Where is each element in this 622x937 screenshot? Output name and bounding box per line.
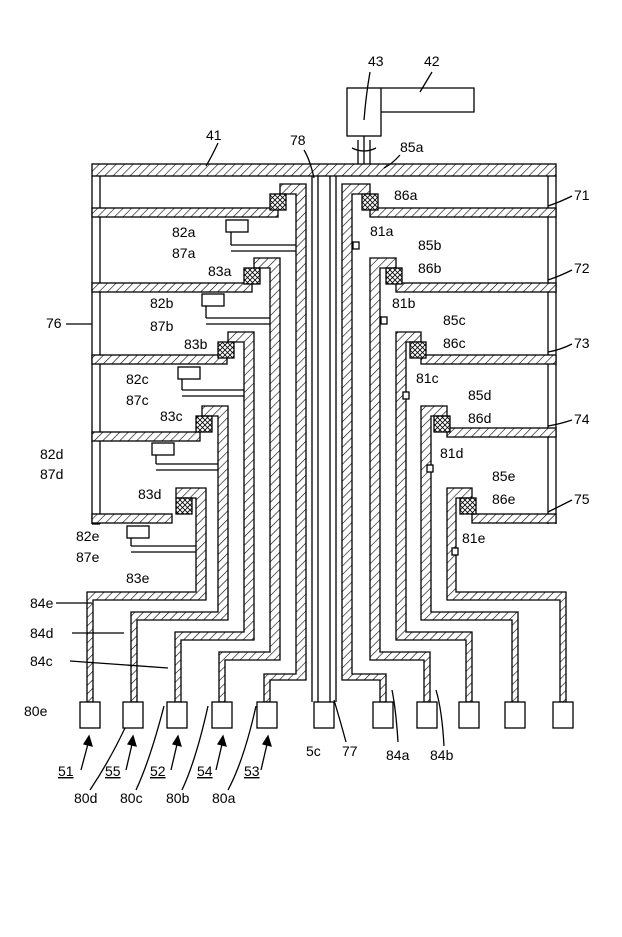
label-52: 52 <box>150 763 166 779</box>
label-83a: 83a <box>208 263 232 279</box>
shelf-right-72 <box>396 283 556 292</box>
label-82c: 82c <box>126 371 149 387</box>
connector-80d <box>123 702 143 728</box>
label-85e: 85e <box>492 468 516 484</box>
label-83e: 83e <box>126 570 150 586</box>
label-82b: 82b <box>150 295 174 311</box>
connector-84a <box>373 702 393 728</box>
shelf-right-73 <box>421 355 556 364</box>
shelf-right-71 <box>370 208 556 217</box>
shelf-right-74 <box>447 428 556 437</box>
label-85a: 85a <box>400 139 424 155</box>
label-85c: 85c <box>443 312 466 328</box>
label-81e: 81e <box>462 530 486 546</box>
label-87b: 87b <box>150 318 174 334</box>
label-55: 55 <box>105 763 121 779</box>
label-81a: 81a <box>370 223 394 239</box>
shelf-left-c <box>92 355 227 364</box>
label-78: 78 <box>290 132 306 148</box>
label-54: 54 <box>197 763 213 779</box>
motor-block <box>347 88 381 136</box>
label-84e: 84e <box>30 595 54 611</box>
label-86c: 86c <box>443 335 466 351</box>
label-5c: 5c <box>306 743 321 759</box>
connector-80c <box>167 702 187 728</box>
label-86a: 86a <box>394 187 418 203</box>
label-85d: 85d <box>468 387 491 403</box>
label-83d: 83d <box>138 486 161 502</box>
label-76: 76 <box>46 315 62 331</box>
label-53: 53 <box>244 763 260 779</box>
label-74: 74 <box>574 411 590 427</box>
label-82e: 82e <box>76 528 100 544</box>
label-86d: 86d <box>468 410 491 426</box>
shelf-left-d <box>92 432 200 441</box>
shelf-left-a <box>92 208 278 217</box>
label-87a: 87a <box>172 245 196 261</box>
label-84b: 84b <box>430 747 454 763</box>
label-84a: 84a <box>386 747 410 763</box>
connector-80b <box>212 702 232 728</box>
label-75: 75 <box>574 491 590 507</box>
label-80a: 80a <box>212 790 236 806</box>
label-80c: 80c <box>120 790 143 806</box>
shelf-left-e <box>92 514 172 523</box>
top-plate <box>92 164 556 176</box>
label-73: 73 <box>574 335 590 351</box>
label-83b: 83b <box>184 336 208 352</box>
connector-80e <box>80 702 100 728</box>
label-43: 43 <box>368 53 384 69</box>
label-87c: 87c <box>126 392 149 408</box>
pipe-left-c <box>175 332 254 702</box>
label-82d: 82d <box>40 446 63 462</box>
label-71: 71 <box>574 187 590 203</box>
label-81c: 81c <box>416 370 439 386</box>
label-80e: 80e <box>24 703 48 719</box>
label-51: 51 <box>58 763 74 779</box>
label-77: 77 <box>342 743 358 759</box>
label-80d: 80d <box>74 790 97 806</box>
pipe-right-c <box>396 332 472 702</box>
connector-80a <box>257 702 277 728</box>
label-84c: 84c <box>30 653 53 669</box>
label-87e: 87e <box>76 549 100 565</box>
label-81b: 81b <box>392 295 416 311</box>
connector-5c <box>314 702 334 728</box>
connector-84b <box>417 702 437 728</box>
label-83c: 83c <box>160 408 183 424</box>
arm <box>381 88 474 112</box>
label-41: 41 <box>206 127 222 143</box>
label-86e: 86e <box>492 491 516 507</box>
label-87d: 87d <box>40 466 63 482</box>
label-42: 42 <box>424 53 440 69</box>
shelf-right-75 <box>472 514 556 523</box>
label-82a: 82a <box>172 224 196 240</box>
label-84d: 84d <box>30 625 53 641</box>
label-85b: 85b <box>418 237 442 253</box>
label-80b: 80b <box>166 790 190 806</box>
label-72: 72 <box>574 260 590 276</box>
shelf-left-b <box>92 283 252 292</box>
label-81d: 81d <box>440 445 463 461</box>
label-86b: 86b <box>418 260 442 276</box>
